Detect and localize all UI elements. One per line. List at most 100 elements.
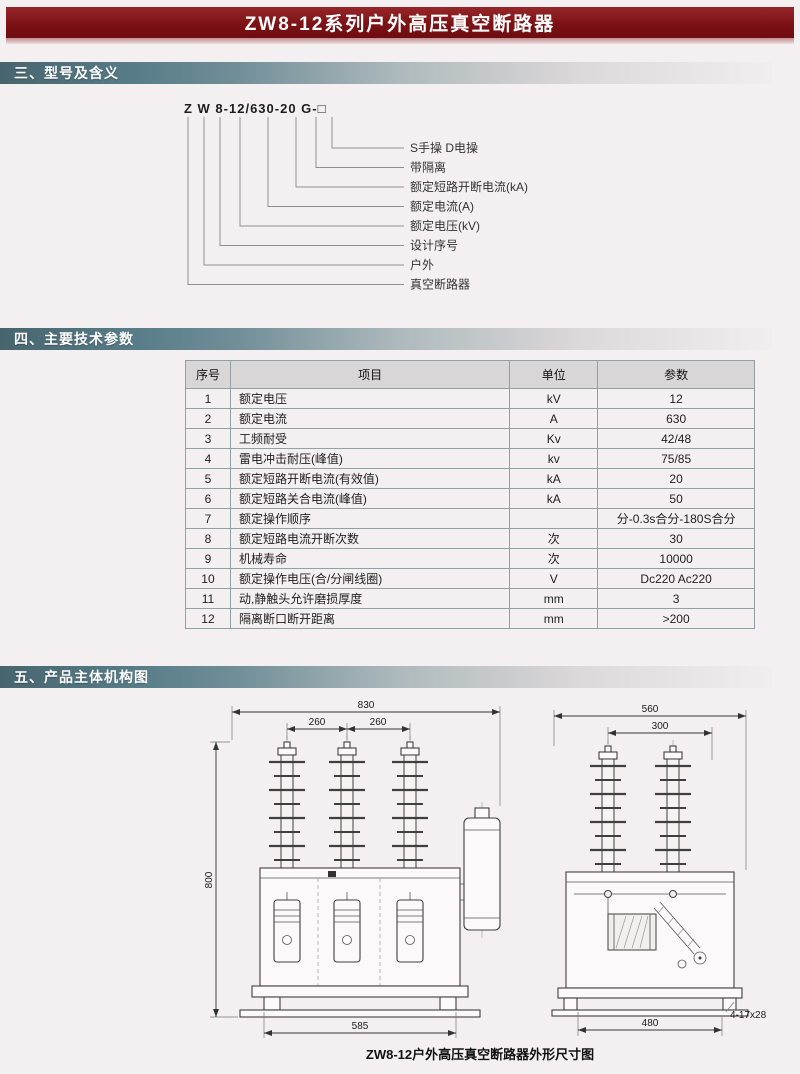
col-header-unit: 单位 [509,360,599,389]
operating-coil [607,913,657,951]
cell-unit: Kv [509,428,599,449]
model-label-breaking-current: 额定短路开断电流(kA) [410,179,528,194]
title-banner-underline [6,38,794,44]
dim-830-label: 830 [358,700,375,711]
dim-585-label: 585 [352,1021,369,1032]
breaker-tank [259,867,461,987]
cell-param: 50 [597,488,755,509]
cell-no: 12 [185,608,231,629]
cell-item: 额定电流 [229,408,511,429]
cell-unit: kA [509,468,599,489]
model-label-rated-voltage: 额定电压(kV) [410,218,480,233]
dim-480-label: 480 [642,1018,659,1029]
dim-base-480: 480 [577,1012,723,1036]
drawing-caption: ZW8-12户外高压真空断路器外形尺寸图 [365,1047,595,1062]
parameters-table: 序号 项目 单位 参数 1 额定电压 kV 12 2 额定电流 A 630 3 … [185,360,755,629]
mechanism-box [565,871,735,989]
cell-no: 2 [185,408,231,429]
cell-unit: 次 [509,528,599,549]
model-leader-line [239,117,404,227]
model-label-operation: S手操 D电操 [410,140,478,155]
cell-no: 7 [185,508,231,529]
cell-unit: mm [509,588,599,609]
model-label-isolation: 带隔离 [410,160,446,175]
cell-no: 1 [185,388,231,409]
table-row: 7 额定操作顺序 分-0.3s合分-180S合分 [185,508,755,529]
cell-unit: mm [509,608,599,629]
dim-560-label: 560 [642,704,659,715]
cell-no: 5 [185,468,231,489]
model-label-rated-current: 额定电流(A) [410,199,474,214]
col-header-no: 序号 [185,360,231,389]
dim-base-585: 585 [263,1012,457,1038]
section-heading-model: 三、型号及含义 [0,62,772,84]
table-row: 3 工频耐受 Kv 42/48 [185,428,755,449]
dim-width-830: 830 [231,700,501,806]
cell-param: >200 [597,608,755,629]
cell-param: Dc220 Ac220 [597,568,755,589]
cell-item: 工频耐受 [229,428,511,449]
model-label-design-serial: 设计序号 [410,238,458,253]
dim-300-label: 300 [652,721,669,732]
side-view-drawing: 560 300 [551,704,767,1036]
dim-height-800: 800 [204,741,238,1018]
cell-param: 20 [597,468,755,489]
dim-inner-300: 300 [607,721,713,760]
title-banner: ZW8-12系列户外高压真空断路器 [6,7,794,38]
cell-param: 630 [597,408,755,429]
base-frame [239,985,481,1018]
model-code: Z W 8-12/630-20 G-□ [184,101,326,116]
model-leader-line [219,117,404,246]
table-row: 9 机械寿命 次 10000 [185,548,755,569]
cell-no: 6 [185,488,231,509]
insulated-pull-rod [653,901,701,955]
col-header-param: 参数 [597,360,755,389]
model-label-vacuum-breaker: 真空断路器 [410,277,470,292]
model-leader-line [331,117,404,149]
cell-param: 分-0.3s合分-180S合分 [597,508,755,529]
model-leader-line [203,117,404,266]
dim-260-left-label: 260 [309,717,326,728]
cell-no: 3 [185,428,231,449]
table-row: 2 额定电流 A 630 [185,408,755,429]
cell-param: 42/48 [597,428,755,449]
cell-unit: kA [509,488,599,509]
cell-unit: 次 [509,548,599,569]
cell-param: 30 [597,528,755,549]
model-leader-line [315,117,404,168]
cell-item: 动,静触头允许磨损厚度 [229,588,511,609]
table-row: 12 隔离断口断开距离 mm >200 [185,608,755,629]
cell-unit [509,508,599,529]
cell-param: 10000 [597,548,755,569]
table-row: 1 额定电压 kV 12 [185,388,755,409]
cell-unit: A [509,408,599,429]
side-insulator-bushings [588,744,693,874]
table-header-row: 序号 项目 单位 参数 [185,360,755,389]
cell-no: 11 [185,588,231,609]
dim-260-right-label: 260 [370,717,387,728]
col-header-item: 项目 [229,360,511,389]
section-heading-parameters: 四、主要技术参数 [0,328,772,350]
side-base-frame [551,987,749,1017]
cell-unit: kV [509,388,599,409]
model-leader-line [187,117,404,285]
cell-item: 隔离断口断开距离 [229,608,511,629]
cell-param: 12 [597,388,755,409]
cell-item: 额定短路电流开断次数 [229,528,511,549]
table-row: 8 额定短路电流开断次数 次 30 [185,528,755,549]
table-row: 11 动,静触头允许磨损厚度 mm 3 [185,588,755,609]
cell-no: 8 [185,528,231,549]
cell-item: 额定电压 [229,388,511,409]
cell-unit: kv [509,448,599,469]
mounting-holes-note: 4-17x28 [725,1001,767,1021]
model-label-outdoor: 户外 [410,257,434,272]
cell-no: 4 [185,448,231,469]
cell-item: 额定操作电压(合/分闸线圈) [229,568,511,589]
page-title: ZW8-12系列户外高压真空断路器 [244,14,556,35]
table-row: 10 额定操作电压(合/分闸线圈) V Dc220 Ac220 [185,568,755,589]
cell-item: 雷电冲击耐压(峰值) [229,448,511,469]
front-view-drawing: 830 260 260 800 [204,700,501,1038]
model-leader-line [295,117,404,188]
cell-no: 10 [185,568,231,589]
